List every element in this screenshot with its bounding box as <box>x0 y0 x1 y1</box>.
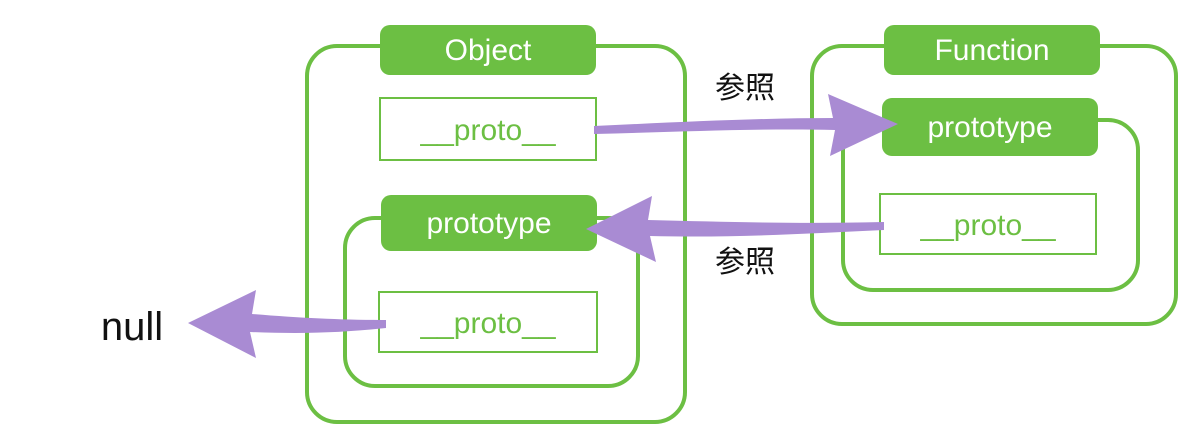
arrow-object-proto-to-function-prototype <box>594 94 898 156</box>
function-prototype-title: prototype <box>927 111 1052 144</box>
object-proto-label: __proto__ <box>419 114 556 147</box>
arrow-label-top: 参照 <box>715 71 775 106</box>
object-container: Object __proto__ prototype __proto__ <box>305 25 687 424</box>
object-title-pill <box>380 25 596 75</box>
object-prototype-proto-box <box>378 291 598 353</box>
null-label: null <box>101 305 163 349</box>
object-prototype-proto-label: __proto__ <box>419 307 556 340</box>
function-title: Function <box>934 34 1049 67</box>
arrow-function-proto-to-object-prototype <box>586 196 884 262</box>
function-prototype-proto-label: __proto__ <box>919 209 1056 242</box>
object-prototype-pill <box>381 195 597 251</box>
object-prototype-title: prototype <box>426 207 551 240</box>
function-prototype-pill <box>882 98 1098 156</box>
function-title-pill <box>884 25 1100 75</box>
arrow-object-prototype-proto-to-null <box>188 290 386 358</box>
arrow-label-bottom: 参照 <box>715 245 775 280</box>
function-prototype-proto-box <box>879 193 1097 255</box>
function-outer-box <box>810 44 1178 326</box>
object-proto-box <box>379 97 597 161</box>
function-container: Function prototype __proto__ <box>810 25 1178 326</box>
object-title: Object <box>445 34 532 67</box>
